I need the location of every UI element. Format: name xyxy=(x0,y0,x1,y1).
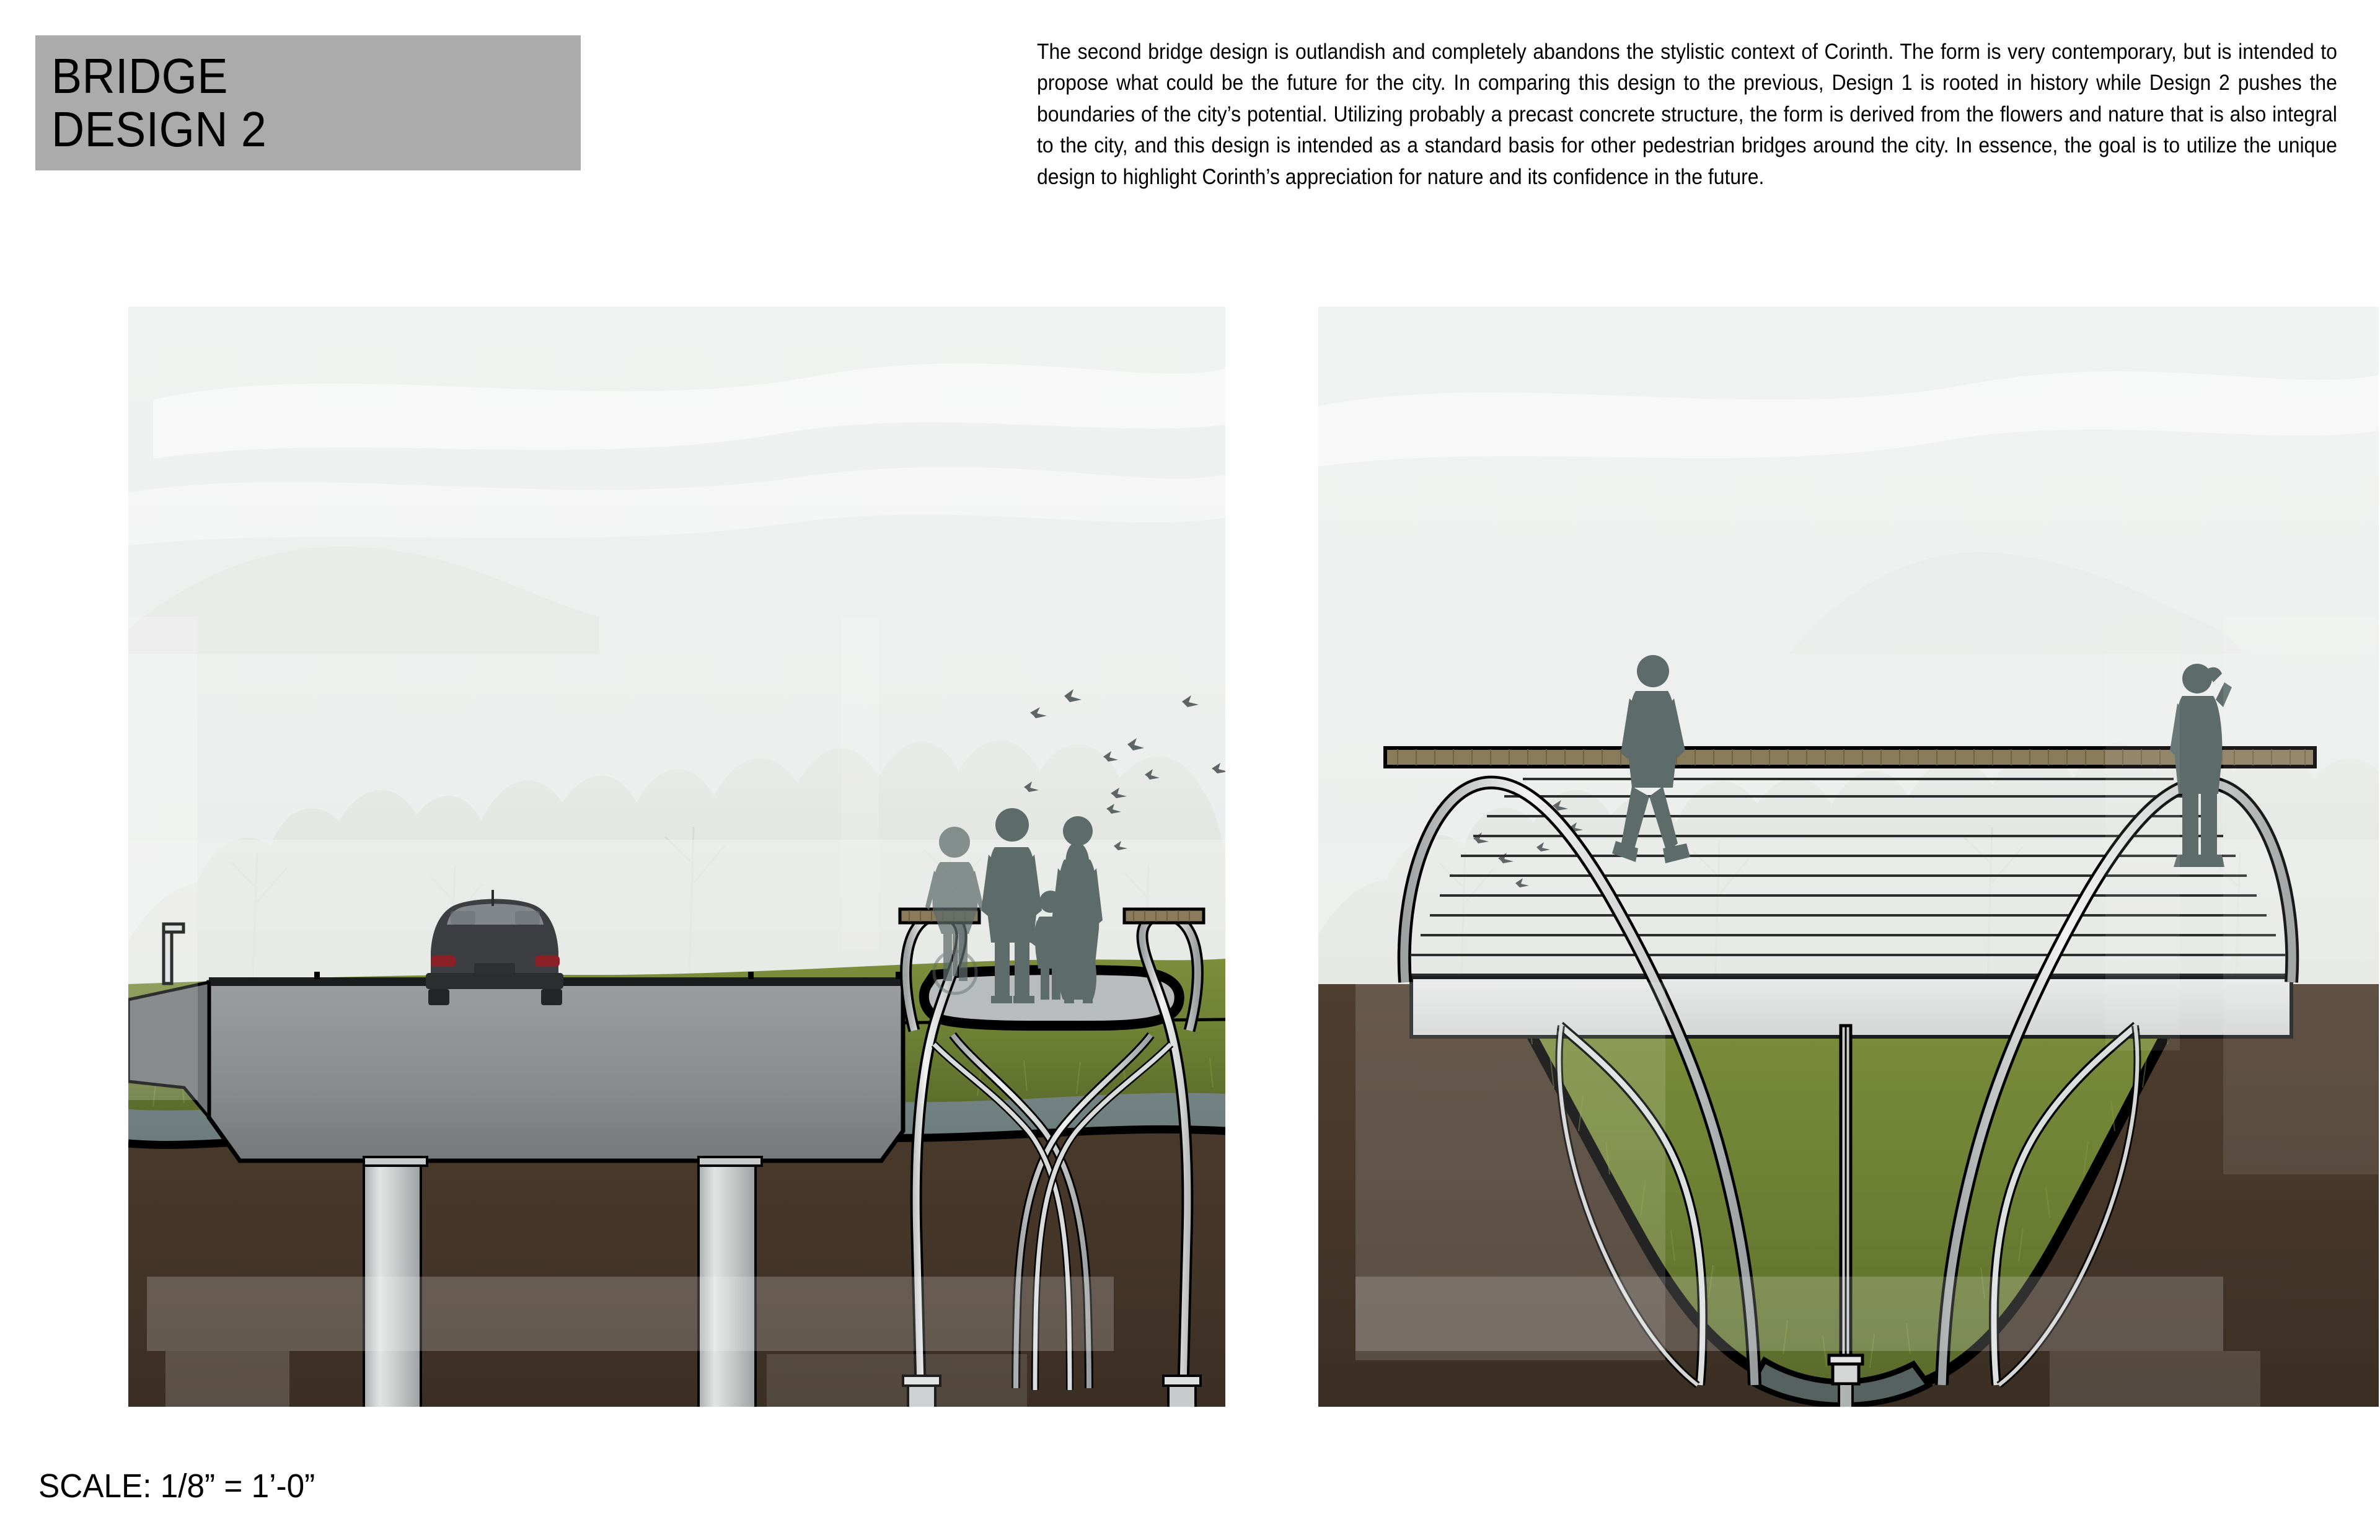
wheel-left xyxy=(428,989,449,1005)
headrest-right xyxy=(515,911,540,925)
car-bumper xyxy=(426,973,563,989)
taillight-right xyxy=(535,956,560,967)
figure-adult-woman xyxy=(1052,816,1103,1003)
stem-pile xyxy=(1838,1383,1854,1407)
raised-arm xyxy=(2206,667,2222,682)
title-block: BRIDGE DESIGN 2 xyxy=(35,35,581,170)
taillight-left xyxy=(431,956,456,967)
silhouette-figures xyxy=(1612,655,2232,867)
figure-cyclist xyxy=(925,827,984,995)
petal-left-inner xyxy=(1557,1025,1699,1387)
rendering-panel-left xyxy=(128,307,1225,1407)
abutment xyxy=(128,980,211,1122)
silhouette-figures xyxy=(925,808,1103,1003)
inner-rib-b xyxy=(1013,1033,1153,1389)
inner-rib-d xyxy=(1033,1042,1173,1391)
guardrail-post xyxy=(162,922,185,985)
petal-right xyxy=(1991,1023,2138,1386)
figure-standing-person-on-phone xyxy=(2170,664,2232,867)
headrest-left xyxy=(451,911,475,925)
car-on-deck xyxy=(426,890,563,1005)
petal-left xyxy=(1558,1023,1706,1386)
bird-flock xyxy=(1024,689,1225,850)
figure-walking-person xyxy=(1612,655,1690,863)
title-line-design-2: DESIGN 2 xyxy=(51,102,267,157)
figure-adult-man xyxy=(981,808,1042,1003)
right-section-drawing xyxy=(1318,307,2379,1407)
distant-hill xyxy=(128,546,599,654)
cloud-streaks xyxy=(1318,371,2379,467)
handrail-cap-right xyxy=(1122,907,1205,925)
arch-left-outer xyxy=(1400,778,1759,1386)
title-line-bridge: BRIDGE xyxy=(51,48,228,103)
stem-footing-cap xyxy=(1827,1353,1864,1366)
antenna xyxy=(491,890,494,906)
rendering-panel-right xyxy=(1318,307,2379,1407)
pile-footings xyxy=(902,1375,1202,1407)
distant-hill xyxy=(1789,552,2248,654)
inner-rib-a xyxy=(950,1033,1091,1389)
wheel-right xyxy=(541,989,562,1005)
bridge-piers xyxy=(363,1156,763,1407)
scale-note: SCALE: 1/8” = 1’-0” xyxy=(38,1467,315,1505)
inner-rib-c xyxy=(932,1042,1072,1391)
petal-right-inner xyxy=(1998,1025,2140,1387)
cloud-streaks xyxy=(128,363,1225,545)
arch-right-outer xyxy=(1937,778,2296,1386)
ravine-grass-texture xyxy=(1528,1011,2172,1368)
bridge-deck-girder xyxy=(206,980,906,1163)
design-description-paragraph: The second bridge design is outlandish a… xyxy=(1037,39,2337,189)
flower-arch-structure xyxy=(1397,775,2299,1407)
left-section-drawing xyxy=(128,307,1225,1407)
